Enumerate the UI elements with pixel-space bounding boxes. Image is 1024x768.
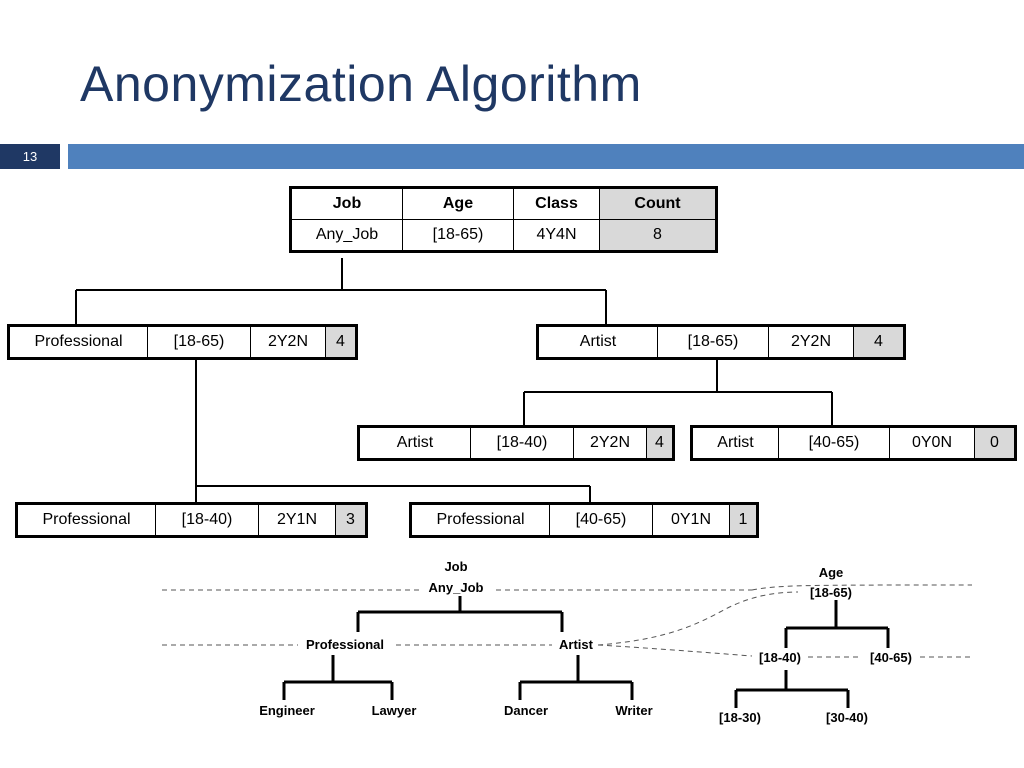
node-age: [18-40)	[155, 503, 259, 537]
node-count: 3	[335, 503, 367, 537]
node-job: Professional	[410, 503, 550, 537]
node-class: 0Y1N	[652, 503, 730, 537]
age-hier-40-65: [40-65)	[870, 650, 912, 665]
node-class: 2Y2N	[250, 325, 326, 359]
node-count: 0	[974, 426, 1016, 460]
root-node-table: Job Age Class Count Any_Job [18-65) 4Y4N…	[289, 186, 718, 253]
node-count: 4	[646, 426, 674, 460]
root-count: 8	[599, 219, 717, 252]
node-job: Artist	[691, 426, 779, 460]
root-class: 4Y4N	[513, 219, 600, 252]
node-age: [18-65)	[657, 325, 769, 359]
header-count: Count	[599, 187, 717, 220]
node-job: Professional	[8, 325, 148, 359]
node-professional-18-65: Professional [18-65) 2Y2N 4	[7, 324, 358, 360]
node-count: 4	[853, 325, 905, 359]
job-hier-dancer: Dancer	[504, 703, 548, 718]
root-age: [18-65)	[402, 219, 514, 252]
node-age: [40-65)	[778, 426, 890, 460]
node-class: 2Y2N	[768, 325, 854, 359]
slide-number: 13	[0, 144, 60, 169]
job-hier-professional: Professional	[306, 637, 384, 652]
job-hier-lawyer: Lawyer	[372, 703, 417, 718]
age-hier-30-40: [30-40)	[826, 710, 868, 725]
slide-title: Anonymization Algorithm	[80, 56, 642, 112]
node-age: [18-40)	[470, 426, 574, 460]
root-job: Any_Job	[290, 219, 403, 252]
node-age: [40-65)	[549, 503, 653, 537]
age-hier-18-30: [18-30)	[719, 710, 761, 725]
job-hier-root: Any_Job	[429, 580, 484, 595]
node-count: 4	[325, 325, 357, 359]
age-hier-name: Age	[819, 565, 844, 580]
age-hier-18-40: [18-40)	[759, 650, 801, 665]
job-hier-name: Job	[444, 559, 467, 574]
node-artist-18-65: Artist [18-65) 2Y2N 4	[536, 324, 906, 360]
node-artist-18-40: Artist [18-40) 2Y2N 4	[357, 425, 675, 461]
header-class: Class	[513, 187, 600, 220]
node-class: 2Y2N	[573, 426, 647, 460]
node-professional-18-40: Professional [18-40) 2Y1N 3	[15, 502, 368, 538]
node-job: Professional	[16, 503, 156, 537]
header-job: Job	[290, 187, 403, 220]
header-age: Age	[402, 187, 514, 220]
node-class: 0Y0N	[889, 426, 975, 460]
job-hier-engineer: Engineer	[259, 703, 315, 718]
job-hier-artist: Artist	[559, 637, 594, 652]
node-job: Artist	[537, 325, 658, 359]
node-artist-40-65: Artist [40-65) 0Y0N 0	[690, 425, 1017, 461]
node-age: [18-65)	[147, 325, 251, 359]
node-class: 2Y1N	[258, 503, 336, 537]
title-underline-bar	[68, 144, 1024, 169]
job-hier-writer: Writer	[615, 703, 652, 718]
node-professional-40-65: Professional [40-65) 0Y1N 1	[409, 502, 759, 538]
node-job: Artist	[358, 426, 471, 460]
node-count: 1	[729, 503, 758, 537]
age-hier-root: [18-65)	[810, 585, 852, 600]
